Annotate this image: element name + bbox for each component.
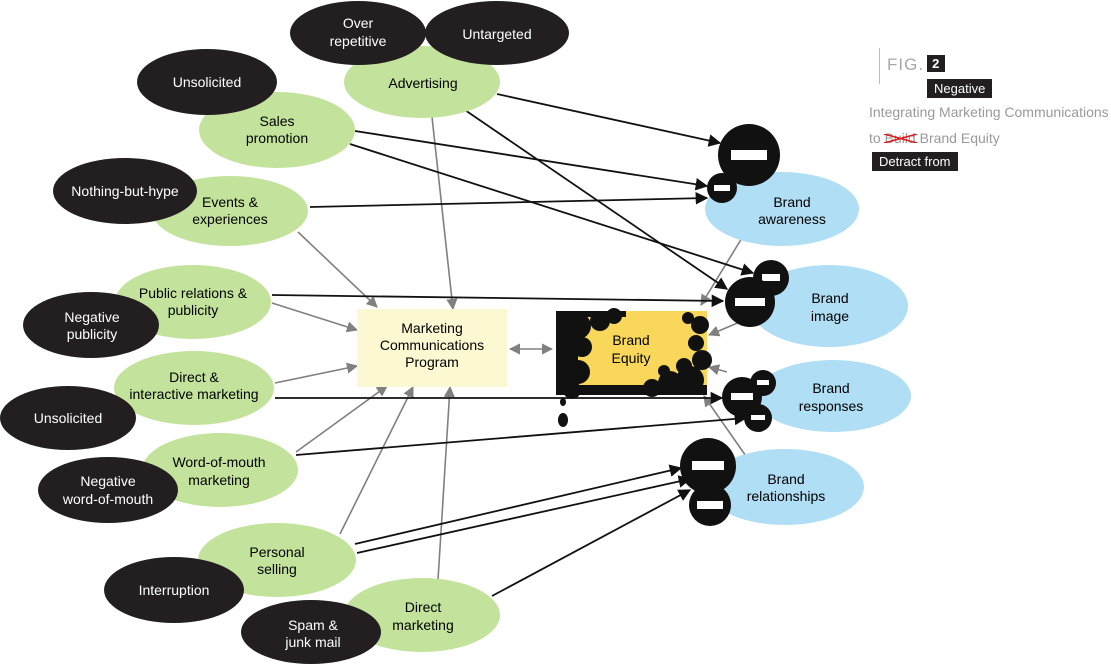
negative-spam-junk-mail: Spam &junk mail [241, 600, 381, 664]
minus-badges [680, 124, 789, 526]
arrow-personal-program [339, 385, 414, 535]
arrow-direct-relationships [491, 489, 692, 597]
arrow-sales-awareness [354, 130, 709, 191]
svg-text:Interruption: Interruption [139, 582, 210, 598]
minus-icon [689, 484, 731, 526]
svg-text:Untargeted: Untargeted [462, 26, 531, 42]
caption-to: to [869, 130, 881, 146]
figure-number: 2 [927, 55, 946, 72]
arrow-pr-program [271, 302, 359, 333]
minus-icon [680, 438, 736, 494]
svg-text:Advertising: Advertising [388, 75, 457, 91]
arrow-personal-relationships-2 [356, 475, 692, 554]
figure-label-text: FIG. [887, 55, 925, 74]
minus-icon [744, 404, 772, 432]
caption-struck-word: Build [883, 130, 917, 146]
arrow-wom-responses [295, 412, 748, 456]
arrow-pr-image [271, 294, 725, 308]
arrow-personal-relationships-1 [354, 464, 683, 545]
caption-line-2: to Build Brand Equity [869, 130, 1000, 146]
arrow-direct-program [437, 385, 455, 581]
channel-direct-interactive: Direct &interactive marketing [114, 351, 274, 425]
negative-interruption: Interruption [104, 557, 244, 623]
minus-icon [718, 124, 780, 186]
negative-nothing-but-hype: Nothing-but-hype [53, 158, 197, 224]
figure-label: FIG.2 [887, 55, 946, 75]
arrow-wom-program [295, 385, 388, 453]
negative-unsolicited-1: Unsolicited [137, 49, 277, 115]
svg-text:Spam &junk mail: Spam &junk mail [284, 617, 340, 650]
caption-line-1: Integrating Marketing Communications [869, 104, 1109, 120]
arrow-advertising-program [431, 116, 458, 311]
figure-rule [879, 48, 880, 84]
arrow-events-awareness [309, 191, 709, 208]
arrow-relationships-equity [703, 395, 749, 460]
negative-unsolicited-2: Unsolicited [0, 386, 136, 450]
svg-text:Nothing-but-hype: Nothing-but-hype [71, 183, 179, 199]
arrow-awareness-equity [700, 232, 746, 306]
svg-text:Unsolicited: Unsolicited [34, 410, 102, 426]
arrow-events-program [297, 231, 378, 308]
minus-icon [725, 277, 775, 327]
svg-text:Events &experiences: Events &experiences [192, 194, 268, 227]
gray-arrows [271, 116, 749, 581]
arrow-sales-image [349, 143, 755, 276]
arrow-direct-interactive-program [274, 362, 359, 384]
svg-text:Unsolicited: Unsolicited [173, 74, 241, 90]
ink-blot-decoration [556, 308, 712, 427]
negative-untargeted: Untargeted [425, 1, 569, 65]
tag-detract-from: Detract from [872, 152, 958, 171]
arrow-advertising-image [461, 107, 729, 290]
caption-end: Brand Equity [919, 130, 1000, 146]
minus-icon [750, 370, 776, 396]
arrow-advertising-awareness [496, 93, 722, 147]
arrow-image-equity [707, 321, 741, 337]
arrow-responses-equity [707, 364, 728, 376]
tag-negative: Negative [927, 79, 993, 98]
svg-text:Direct &interactive marketing: Direct &interactive marketing [129, 369, 258, 402]
channel-advertising: Advertising [344, 46, 500, 118]
black-arrows [271, 93, 755, 597]
minus-icon [707, 173, 737, 203]
svg-text:Public relations &publicity: Public relations &publicity [139, 285, 248, 318]
